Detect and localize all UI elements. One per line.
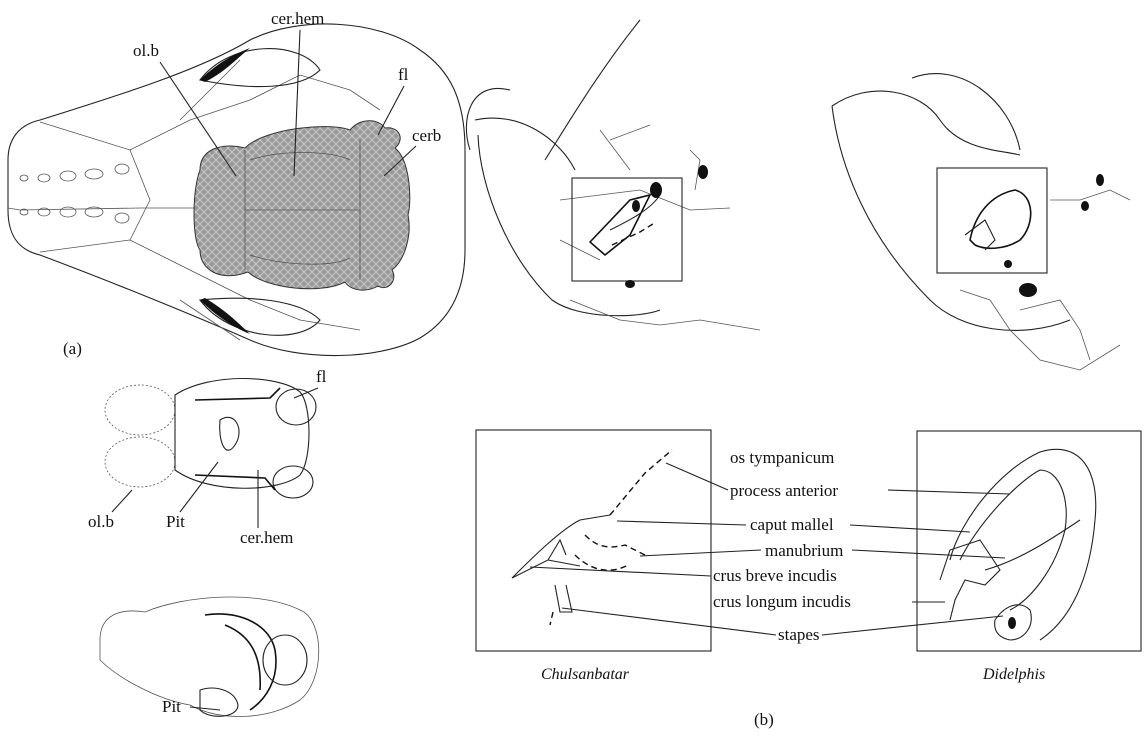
brain-dorsal-view: [105, 379, 316, 499]
panel-label-a: (a): [63, 339, 82, 358]
chulsanbatar-skull-overview: [466, 20, 760, 330]
brain-lateral-view: [100, 597, 319, 716]
caption-chulsanbatar: Chulsanbatar: [541, 666, 630, 683]
label-olfactory-bulb-skull: ol.b: [133, 41, 159, 60]
label-caput-mallel: caput mallel: [750, 515, 834, 534]
panel-label-b: (b): [754, 710, 774, 729]
didelphis-ossicle-detail: [917, 431, 1141, 651]
brain-endocast: [194, 121, 410, 290]
label-os-tympanicum: os tympanicum: [730, 448, 834, 467]
label-crus-longum-incudis: crus longum incudis: [713, 592, 851, 611]
label-cerebellum-skull: cerb: [412, 126, 441, 145]
chulsanbatar-ossicle-detail: [476, 430, 711, 651]
caption-didelphis: Didelphis: [982, 666, 1045, 683]
label-pituitary-lateral: Pit: [162, 697, 181, 716]
label-olfactory-bulb-brain: ol.b: [88, 512, 114, 531]
label-stapes: stapes: [778, 625, 820, 644]
didelphis-skull-overview: [832, 74, 1130, 370]
label-process-anterior: process anterior: [730, 481, 838, 500]
chulsanbatar-inset-frame: [572, 178, 682, 281]
label-cerebral-hemisphere-skull: cer.hem: [271, 9, 324, 28]
label-pituitary-dorsal: Pit: [166, 512, 185, 531]
chulsanbatar-detail-frame: [476, 430, 711, 651]
label-manubrium: manubrium: [765, 541, 843, 560]
label-flocculus-brain: fl: [316, 367, 327, 386]
label-cerebral-hemisphere-brain: cer.hem: [240, 528, 293, 547]
label-crus-breve-incudis: crus breve incudis: [713, 566, 837, 585]
label-flocculus-skull: fl: [398, 65, 409, 84]
skull-dorsal-view: [8, 24, 465, 356]
